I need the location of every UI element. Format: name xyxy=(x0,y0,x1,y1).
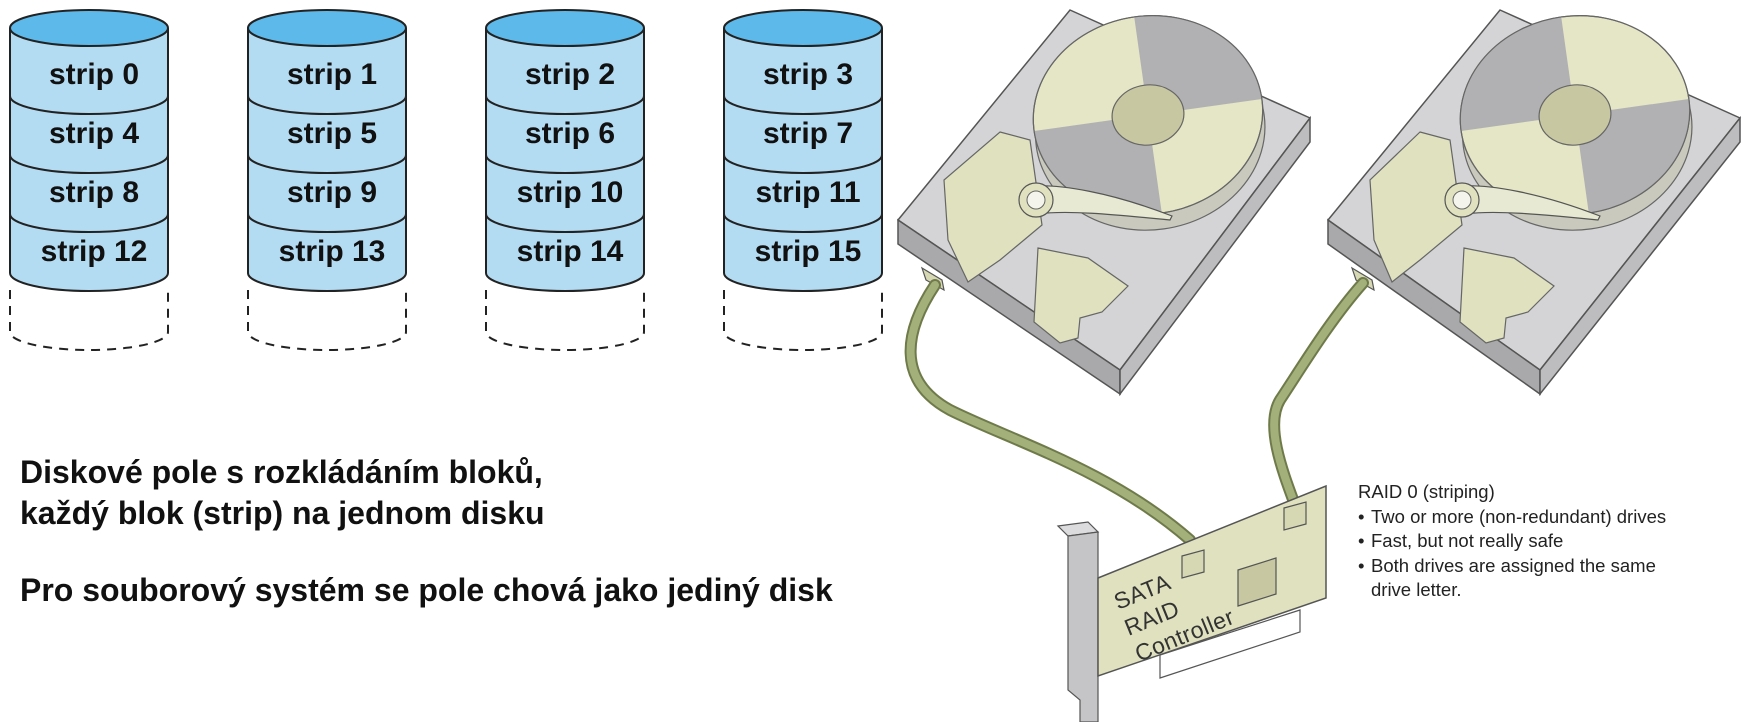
actuator-magnet xyxy=(1369,131,1463,283)
actuator-cover xyxy=(1033,247,1129,344)
strip-label: strip 2 xyxy=(525,58,615,91)
cylinder-body xyxy=(9,28,169,292)
disk-1: strip 1 strip 5 strip 9 strip 13 xyxy=(247,9,407,351)
caption-line-1: Diskové pole s rozkládáním bloků, xyxy=(20,454,543,490)
mounting-bracket xyxy=(1067,531,1099,722)
strip-label: strip 1 xyxy=(287,58,377,91)
sata-port-1 xyxy=(1181,549,1205,579)
strip-label: strip 10 xyxy=(517,176,624,209)
cylinder-body xyxy=(485,28,645,292)
raid-note-list: Two or more (non-redundant) drives Fast,… xyxy=(1358,505,1666,579)
strip-label: strip 8 xyxy=(49,176,139,209)
cylinder-top xyxy=(723,9,883,47)
strip-label: strip 7 xyxy=(763,117,853,150)
card-board xyxy=(1097,484,1327,678)
cylinder-body xyxy=(723,28,883,292)
hdd-case-side xyxy=(1539,115,1741,397)
raid-note: RAID 0 (striping) Two or more (non-redun… xyxy=(1358,480,1666,603)
strip-label: strip 0 xyxy=(49,58,139,91)
strip-label: strip 4 xyxy=(49,117,139,150)
strip-dividers xyxy=(485,95,645,233)
raid-note-item: Two or more (non-redundant) drives xyxy=(1358,505,1666,530)
arm-pivot-center xyxy=(1452,190,1472,210)
sata-port-2 xyxy=(1283,501,1307,531)
strip-dividers xyxy=(723,95,883,233)
raid-note-item: Fast, but not really safe xyxy=(1358,529,1666,554)
disk-0: strip 0 strip 4 strip 8 strip 12 xyxy=(9,9,169,351)
strip-label: strip 3 xyxy=(763,58,853,91)
platter xyxy=(1459,15,1693,231)
cylinder-body xyxy=(247,28,407,292)
actuator-cover xyxy=(1459,247,1555,344)
strip-label: strip 15 xyxy=(755,235,862,268)
hdd-case-side xyxy=(1119,115,1311,397)
strip-label: strip 9 xyxy=(287,176,377,209)
disk-3: strip 3 strip 7 strip 11 strip 15 xyxy=(723,9,883,351)
strip-dividers xyxy=(9,95,169,233)
actuator-magnet xyxy=(943,131,1043,283)
free-space-outline xyxy=(485,290,645,351)
strip-dividers xyxy=(247,95,407,233)
hard-drive-1 xyxy=(896,9,1312,397)
caption-line-3: Pro souborový systém se pole chová jako … xyxy=(20,572,833,608)
free-space-outline xyxy=(723,290,883,351)
strip-label: strip 13 xyxy=(279,235,386,268)
disk-2: strip 2 strip 6 strip 10 strip 14 xyxy=(485,9,645,351)
strip-label: strip 5 xyxy=(287,117,377,150)
card-edge-connector xyxy=(1159,609,1301,679)
raid-note-item-continuation: drive letter. xyxy=(1371,579,1462,600)
free-space-outline xyxy=(247,290,407,351)
raid-note-title: RAID 0 (striping) xyxy=(1358,481,1495,502)
cylinder-top xyxy=(485,9,645,47)
caption-block-2: Pro souborový systém se pole chová jako … xyxy=(20,570,833,611)
read-write-arm xyxy=(1029,185,1173,221)
cylinder-top xyxy=(247,9,407,47)
raid-controller-card: SATA RAID Controller xyxy=(1056,484,1327,722)
free-space-outline xyxy=(9,290,169,351)
arm-pivot-center xyxy=(1026,190,1046,210)
caption-block-1: Diskové pole s rozkládáním bloků, každý … xyxy=(20,452,545,534)
sata-cable-2 xyxy=(1270,279,1367,509)
hard-drive-2 xyxy=(1326,9,1742,397)
sata-cable-1 xyxy=(906,281,1194,544)
read-write-arm xyxy=(1457,185,1601,221)
controller-chip xyxy=(1237,557,1277,607)
raid-note-item: Both drives are assigned the same xyxy=(1358,554,1666,579)
strip-label: strip 12 xyxy=(41,235,148,268)
cylinder-top xyxy=(9,9,169,47)
disk-array: strip 0 strip 4 strip 8 strip 12 strip 1… xyxy=(9,9,883,351)
caption-line-2: každý blok (strip) na jednom disku xyxy=(20,495,545,531)
strip-label: strip 11 xyxy=(755,176,860,209)
strip-label: strip 6 xyxy=(525,117,615,150)
strip-label: strip 14 xyxy=(517,235,624,268)
